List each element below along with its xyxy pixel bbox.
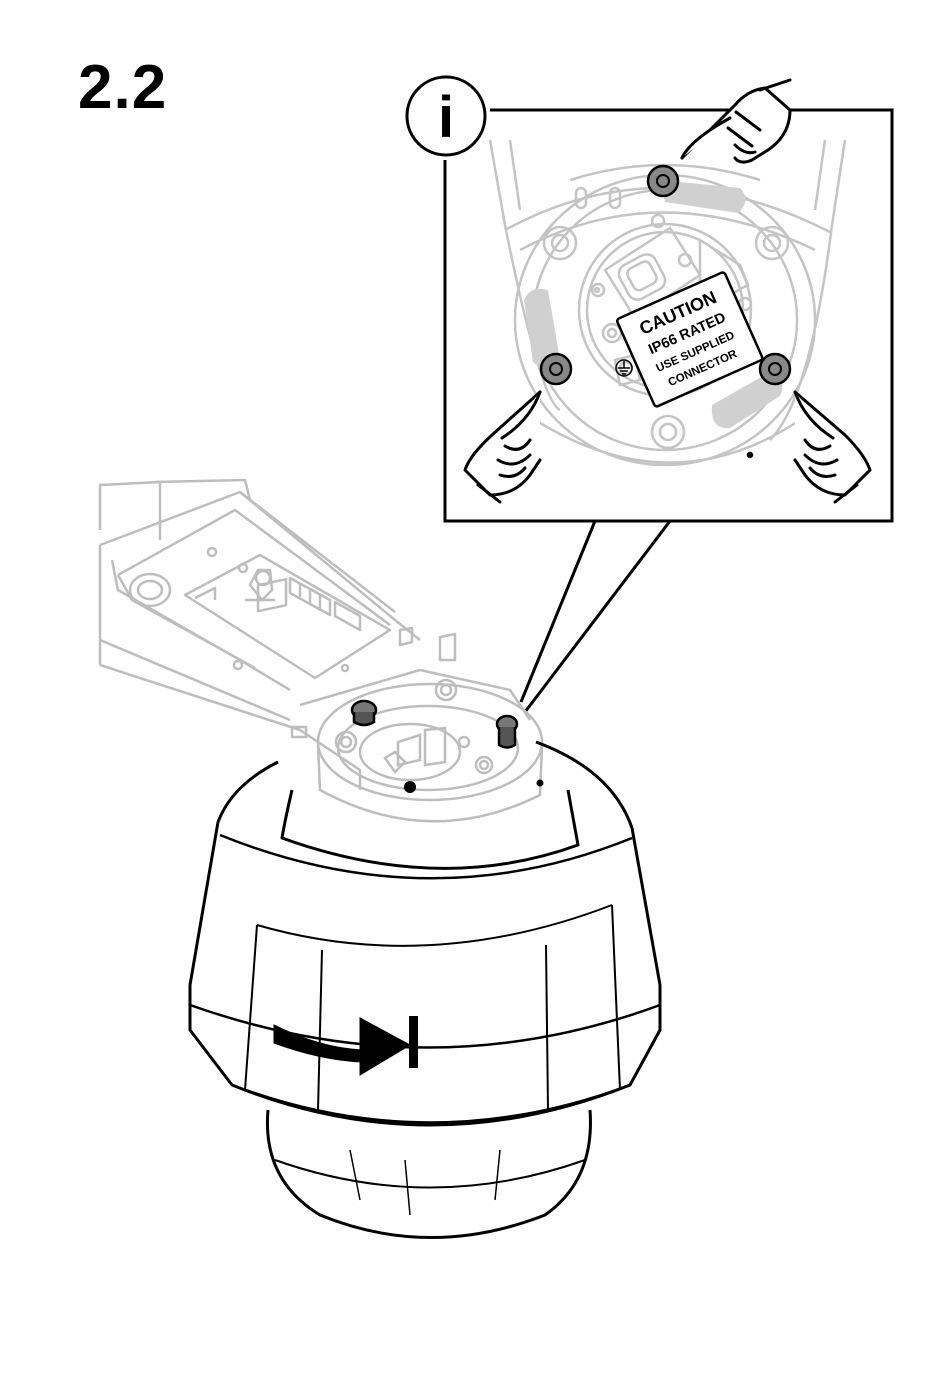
detail-screw-right	[760, 354, 790, 384]
wall-bracket	[100, 480, 530, 790]
camera-housing	[190, 742, 660, 1238]
ring-screw-bottom	[404, 781, 416, 793]
info-icon-glyph: i	[438, 85, 454, 150]
mount-ring	[318, 680, 542, 821]
ring-screw-left	[352, 701, 376, 725]
callout-pointer	[521, 521, 670, 712]
detail-screw-left	[541, 354, 571, 384]
info-icon: i	[407, 77, 485, 155]
rotate-direction-arrow-icon	[274, 1016, 418, 1075]
ground-symbol-icon	[616, 360, 632, 376]
ring-screw-right	[497, 716, 517, 748]
detail-screw-top	[648, 166, 678, 196]
